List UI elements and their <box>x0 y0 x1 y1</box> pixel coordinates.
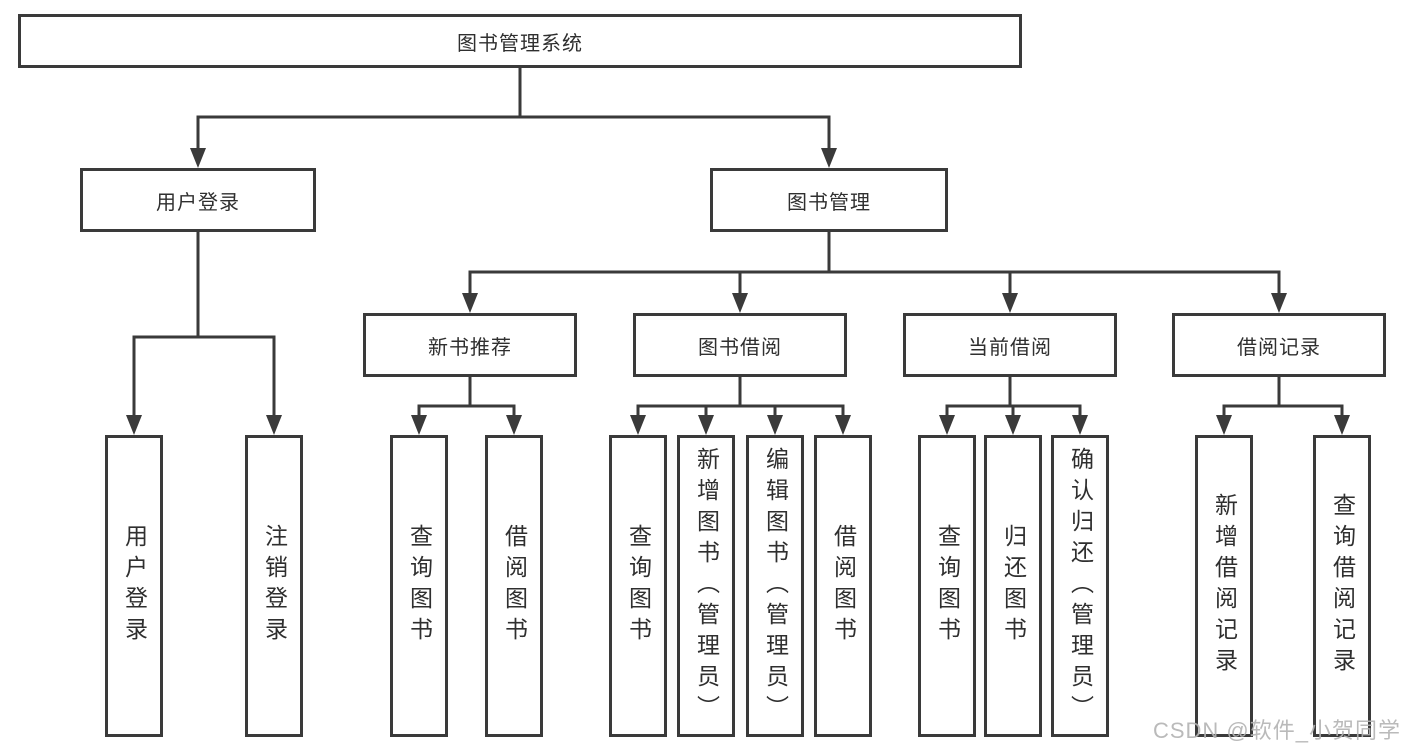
node-current-borrow: 当前借阅 <box>903 313 1117 377</box>
leaf-query-books-recommend: 查询图书 <box>390 435 448 737</box>
node-label: 图书管理 <box>787 191 871 214</box>
node-book-management: 图书管理 <box>710 168 948 232</box>
leaf-label: 新增图书（管理员） <box>693 446 720 726</box>
node-book-borrow: 图书借阅 <box>633 313 847 377</box>
node-borrow-records: 借阅记录 <box>1172 313 1386 377</box>
leaf-query-books-borrow: 查询图书 <box>609 435 667 737</box>
leaf-label: 查询图书 <box>625 524 652 648</box>
leaf-edit-books-admin: 编辑图书（管理员） <box>746 435 804 737</box>
leaf-user-login: 用户登录 <box>105 435 163 737</box>
leaf-borrow-books: 借阅图书 <box>814 435 872 737</box>
leaf-label: 借阅图书 <box>830 524 857 648</box>
leaf-borrow-books-recommend: 借阅图书 <box>485 435 543 737</box>
node-label: 图书管理系统 <box>457 32 583 55</box>
csdn-watermark: CSDN @软件_小贺同学 <box>1152 718 1401 743</box>
node-label: 新书推荐 <box>428 336 512 359</box>
leaf-label: 查询借阅记录 <box>1329 493 1356 679</box>
leaf-query-borrow-record: 查询借阅记录 <box>1313 435 1371 737</box>
leaf-confirm-return-admin: 确认归还（管理员） <box>1051 435 1109 737</box>
leaf-query-books-current: 查询图书 <box>918 435 976 737</box>
leaf-label: 用户登录 <box>121 524 148 648</box>
leaf-add-books-admin: 新增图书（管理员） <box>677 435 735 737</box>
node-user-login: 用户登录 <box>80 168 316 232</box>
leaf-label: 确认归还（管理员） <box>1067 446 1094 726</box>
node-new-book-recommend: 新书推荐 <box>363 313 577 377</box>
node-label: 当前借阅 <box>968 336 1052 359</box>
node-label: 借阅记录 <box>1237 336 1321 359</box>
leaf-label: 归还图书 <box>1000 524 1027 648</box>
leaf-label: 查询图书 <box>406 524 433 648</box>
leaf-add-borrow-record: 新增借阅记录 <box>1195 435 1253 737</box>
leaf-label: 注销登录 <box>261 524 288 648</box>
leaf-label: 查询图书 <box>934 524 961 648</box>
leaf-label: 借阅图书 <box>501 524 528 648</box>
node-root-library-system: 图书管理系统 <box>18 14 1022 68</box>
leaf-logout-login: 注销登录 <box>245 435 303 737</box>
node-label: 图书借阅 <box>698 336 782 359</box>
leaf-label: 编辑图书（管理员） <box>762 446 789 726</box>
leaf-label: 新增借阅记录 <box>1211 493 1238 679</box>
node-label: 用户登录 <box>156 191 240 214</box>
leaf-return-books: 归还图书 <box>984 435 1042 737</box>
